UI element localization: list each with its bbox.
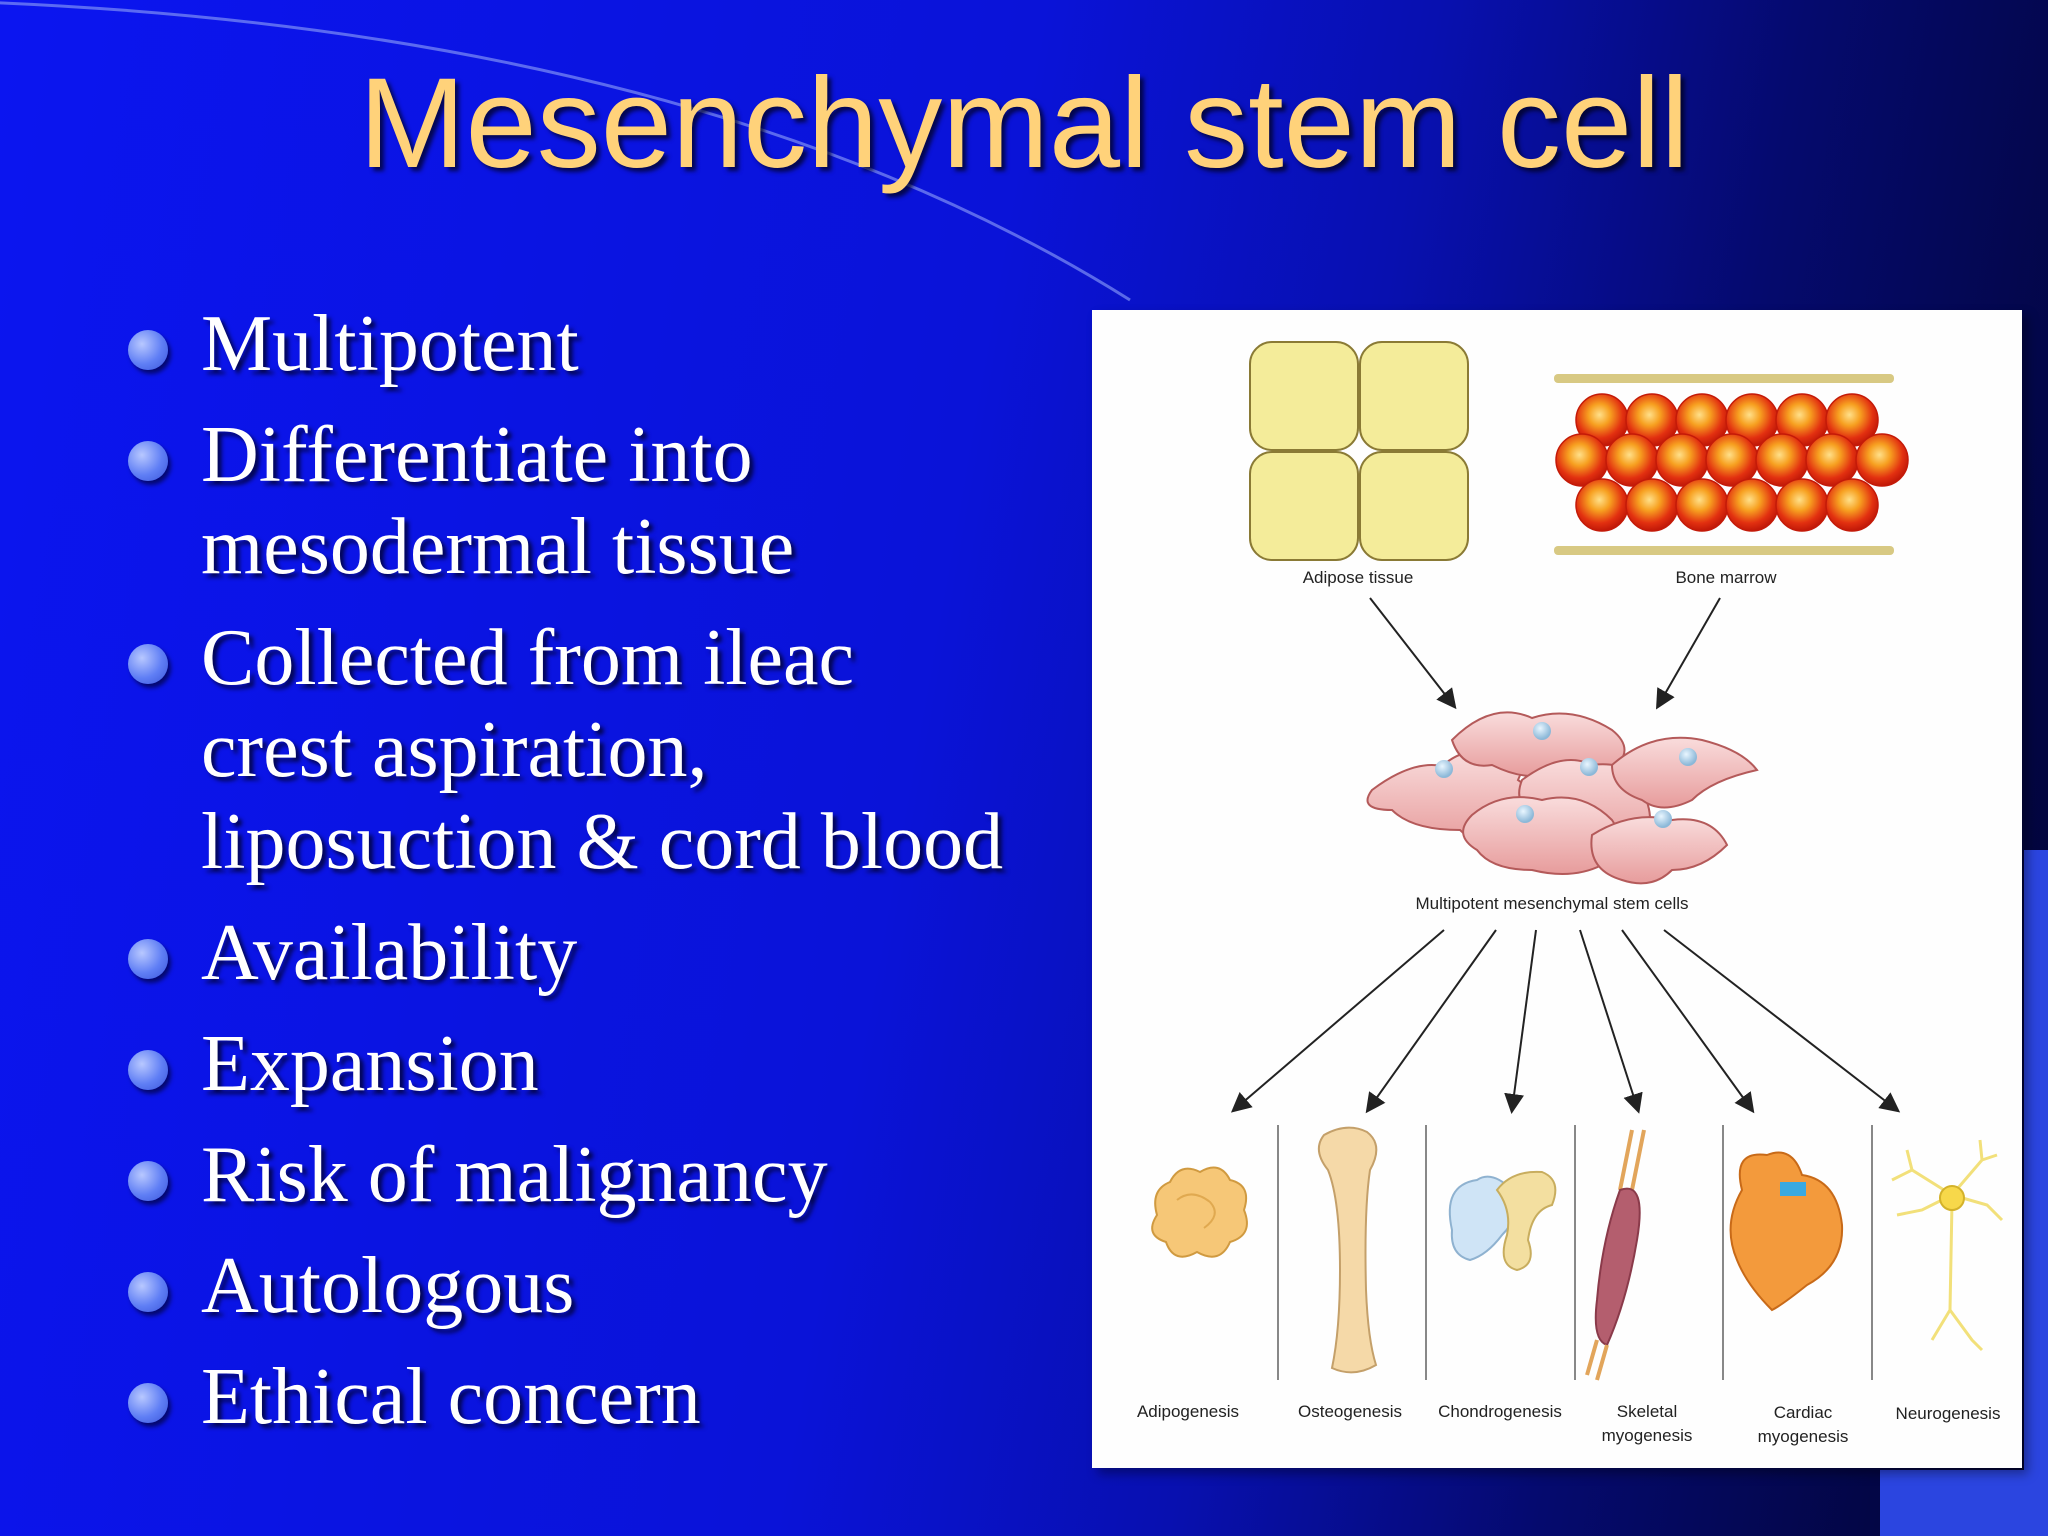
bullet-dot-icon bbox=[128, 1161, 168, 1201]
label-adipogenesis: Adipogenesis bbox=[1137, 1402, 1239, 1421]
heart-icon bbox=[1729, 1151, 1844, 1312]
label-neurogenesis: Neurogenesis bbox=[1896, 1404, 2001, 1423]
corner-accent bbox=[2024, 850, 2048, 1470]
label-cardiac-myogenesis: myogenesis bbox=[1758, 1427, 1849, 1446]
mesenchymal-stem-cells-icon bbox=[1366, 711, 1759, 885]
msc-differentiation-figure: Adipose tissue Bone marrow Multipotent m… bbox=[1092, 310, 2022, 1468]
bullet-item: Availability bbox=[128, 907, 1078, 999]
adipocyte-icon bbox=[1151, 1166, 1248, 1258]
bullet-text-line: Multipotent bbox=[201, 300, 579, 388]
bullet-text-line: liposuction & cord blood bbox=[201, 798, 1004, 886]
bullet-text-line: Expansion bbox=[201, 1020, 539, 1108]
bullet-text-line: Differentiate into bbox=[201, 411, 753, 499]
bullet-dot-icon bbox=[128, 441, 168, 481]
bullet-dot-icon bbox=[128, 1050, 168, 1090]
bullet-text-line: Availability bbox=[201, 909, 578, 997]
bullet-dot-icon bbox=[128, 939, 168, 979]
bone-marrow-icon bbox=[1554, 374, 1909, 555]
bullet-text-line: mesodermal tissue bbox=[201, 503, 795, 591]
corner-accent-bottom bbox=[1880, 1470, 2048, 1536]
label-adipose-tissue: Adipose tissue bbox=[1303, 568, 1414, 587]
label-cardiac: Cardiac bbox=[1774, 1403, 1833, 1422]
bullet-text-line: crest aspiration, bbox=[201, 706, 708, 794]
skeletal-muscle-icon bbox=[1585, 1129, 1646, 1381]
label-skeletal-myogenesis: myogenesis bbox=[1602, 1426, 1693, 1445]
diagram: Adipose tissue Bone marrow Multipotent m… bbox=[1137, 341, 2004, 1446]
label-bone-marrow: Bone marrow bbox=[1675, 568, 1777, 587]
bullet-dot-icon bbox=[128, 330, 168, 370]
bullet-text-line: Autologous bbox=[201, 1242, 575, 1330]
adipose-tissue-icon bbox=[1249, 341, 1469, 561]
label-chondrogenesis: Chondrogenesis bbox=[1438, 1402, 1562, 1421]
neuron-icon bbox=[1891, 1139, 2004, 1352]
bone-icon bbox=[1317, 1126, 1378, 1374]
differentiation-arrows bbox=[1230, 929, 1901, 1114]
bullet-text-line: Risk of malignancy bbox=[201, 1131, 828, 1219]
slide-title: Mesenchymal stem cell bbox=[358, 52, 1690, 195]
cartilage-icon bbox=[1448, 1170, 1557, 1272]
bullet-item: Ethical concern bbox=[128, 1351, 1078, 1443]
bullet-item: Risk of malignancy bbox=[128, 1129, 1078, 1221]
bullet-text-line: Ethical concern bbox=[201, 1353, 701, 1441]
bullet-item: Autologous bbox=[128, 1240, 1078, 1332]
bullet-text-line: Collected from ileac bbox=[201, 614, 855, 702]
bullet-dot-icon bbox=[128, 1272, 168, 1312]
bullet-item: Multipotent bbox=[128, 298, 1078, 390]
bullet-dot-icon bbox=[128, 1383, 168, 1423]
label-osteogenesis: Osteogenesis bbox=[1298, 1402, 1402, 1421]
bullet-item: Expansion bbox=[128, 1018, 1078, 1110]
bullet-dot-icon bbox=[128, 644, 168, 684]
label-stem-cells: Multipotent mesenchymal stem cells bbox=[1415, 894, 1688, 913]
label-skeletal: Skeletal bbox=[1617, 1402, 1677, 1421]
